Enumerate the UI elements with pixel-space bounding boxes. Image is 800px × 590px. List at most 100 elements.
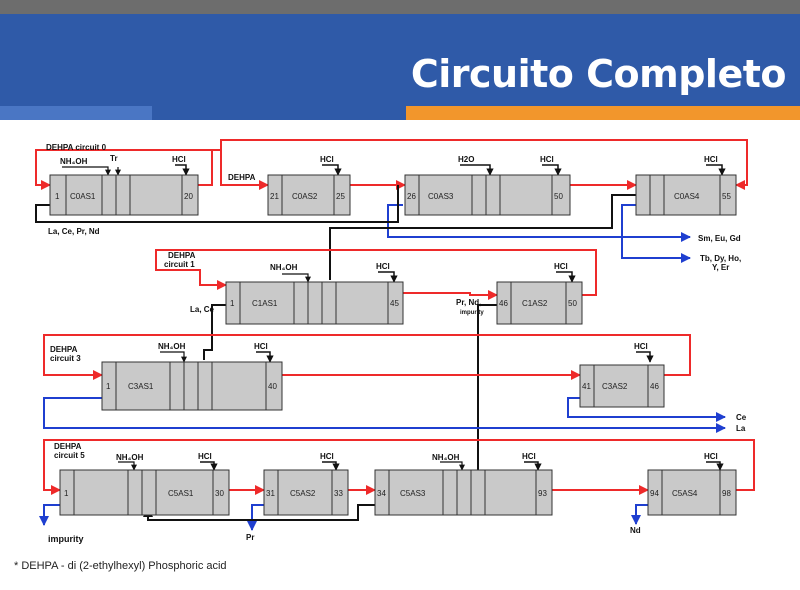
c0-nh4oh-label: NH₄OH [60, 157, 88, 166]
c5-hcl-arrow-4 [706, 461, 724, 471]
process-flow-diagram: 1 C0AS1 20 21 C0AS2 25 26 C0AS3 50 [35, 139, 755, 544]
c3-nh4oh-arrow [160, 351, 187, 363]
c0as2-name: C0AS2 [292, 192, 318, 201]
c3-hcl-arrow-2 [636, 351, 654, 363]
c1as2-start: 46 [499, 299, 508, 308]
accent-strip-orange [406, 106, 800, 120]
c0-blue-c0as4 [621, 204, 691, 263]
c5as2-start: 31 [266, 489, 275, 498]
c3as1-name: C3AS1 [128, 382, 154, 391]
c0-red-loop [198, 139, 748, 190]
c1as1-start: 1 [230, 299, 235, 308]
c0-hcl-label-4: HCl [704, 155, 718, 164]
ce-output-label: Ce [736, 413, 747, 422]
c0-hcl-arrow-3 [542, 164, 562, 176]
c3as1-end: 40 [268, 382, 277, 391]
c0as1-name: C0AS1 [70, 192, 96, 201]
c3-red-return [43, 334, 691, 380]
c5as1-start: 1 [64, 489, 69, 498]
c5-blue-nd [631, 504, 648, 525]
c3-label-b: circuit 3 [50, 354, 81, 363]
c3as2-start: 41 [582, 382, 591, 391]
title-banner: Circuito Completo [0, 14, 800, 106]
c5as4-name: C5AS4 [672, 489, 698, 498]
c1-black-la-ce [203, 304, 226, 360]
c5as4-end: 98 [722, 489, 731, 498]
la-output-label: La [736, 424, 746, 433]
c3as2-end: 46 [650, 382, 659, 391]
c5as4-start: 94 [650, 489, 659, 498]
c0-red-to-c0as2 [220, 150, 269, 190]
c0-h2o-arrow [460, 164, 494, 176]
unit-c0as4: C0AS4 55 [635, 174, 737, 216]
unit-c3as1: 1 C3AS1 40 [101, 361, 283, 411]
unit-c5as3: 34 C5AS3 93 [374, 469, 553, 516]
c0-hcl-arrow-2 [322, 164, 342, 176]
c5-hcl-arrow-1 [200, 461, 218, 471]
c5-label-a: DEHPA [54, 442, 82, 451]
c5-hcl-arrow-3 [524, 461, 542, 471]
footnote: * DEHPA - di (2-ethylhexyl) Phosphoric a… [14, 560, 227, 572]
c0as2-end: 25 [336, 192, 345, 201]
c0-hcl-arrow-1 [175, 164, 190, 176]
c1as1-name: C1AS1 [252, 299, 278, 308]
unit-c0as2: 21 C0AS2 25 [267, 174, 351, 216]
c1-black-pr-nd [477, 304, 497, 470]
c0as4-name: C0AS4 [674, 192, 700, 201]
c3-hcl-arrow-1 [256, 351, 274, 363]
c5-impurity-label: impurity [48, 534, 84, 544]
c0-red-left [35, 149, 212, 190]
c5-label-b: circuit 5 [54, 451, 85, 460]
unit-c3as2: 41 C3AS2 46 [579, 364, 665, 408]
c1-pr-nd-label: Pr, Nd, [456, 298, 481, 307]
c5-hcl-label-1: HCl [198, 452, 212, 461]
c0as4-end: 55 [722, 192, 731, 201]
circuit-5: 1 C5AS1 30 31 C5AS2 33 34 C5AS3 93 [39, 439, 755, 544]
c0-hcl-label-2: HCl [320, 155, 334, 164]
c5-nh4oh-label-1: NH₄OH [116, 453, 144, 462]
c0-tr-label: Tr [110, 154, 118, 163]
circuit-3: 1 C3AS1 40 41 C3AS2 46 DEHPA circuit 3 N… [43, 334, 747, 433]
c5-nh4oh-arrow-2 [440, 461, 465, 471]
tb-dy-ho-label: Tb, Dy, Ho, [700, 254, 741, 263]
c3-label-a: DEHPA [50, 345, 78, 354]
circuit-1: 1 C1AS1 45 46 C1AS2 50 DEHPA circuit 1 N… [155, 249, 597, 470]
c5-red-return [43, 439, 755, 495]
c5-blue-pr [247, 504, 264, 531]
c1-label-a: DEHPA [168, 251, 196, 260]
c0-h2o-label: H2O [458, 155, 474, 164]
c5-nh4oh-arrow-1 [118, 461, 137, 471]
c0-nh4oh-arrow [62, 166, 111, 176]
c1-hcl-label-1: HCl [376, 262, 390, 271]
c1-hcl-arrow-2 [556, 271, 576, 283]
sm-eu-gd-label: Sm, Eu, Gd [698, 234, 741, 243]
c0-hcl-arrow-4 [706, 164, 726, 176]
c5as3-name: C5AS3 [400, 489, 426, 498]
c0-la-ce-pr-nd-label: La, Ce, Pr, Nd [48, 227, 100, 236]
accent-strip-blue [152, 106, 406, 120]
c3-hcl-label-1: HCl [254, 342, 268, 351]
unit-c1as2: 46 C1AS2 50 [496, 281, 583, 325]
c3-nh4oh-label: NH₄OH [158, 342, 186, 351]
c1-hcl-arrow-1 [378, 271, 398, 283]
c5-hcl-label-4: HCl [704, 452, 718, 461]
c0-dehpa-label: DEHPA [228, 173, 256, 182]
c1as1-end: 45 [390, 299, 399, 308]
c0as3-end: 50 [554, 192, 563, 201]
c5-hcl-label-2: HCl [320, 452, 334, 461]
c5as2-end: 33 [334, 489, 343, 498]
unit-c5as4: 94 C5AS4 98 [647, 469, 737, 516]
c3-blue-la [43, 397, 726, 433]
c1-hcl-label-2: HCl [554, 262, 568, 271]
c1as2-end: 50 [568, 299, 577, 308]
y-er-label: Y, Er [712, 263, 729, 272]
c5-black-recycle [143, 504, 375, 521]
c5as3-end: 93 [538, 489, 547, 498]
c1as2-name: C1AS2 [522, 299, 548, 308]
unit-c5as1: 1 C5AS1 30 [59, 469, 230, 516]
c5-hcl-label-3: HCl [522, 452, 536, 461]
c0as2-start: 21 [270, 192, 279, 201]
c0-hcl-label-3: HCl [540, 155, 554, 164]
c3as2-name: C3AS2 [602, 382, 628, 391]
